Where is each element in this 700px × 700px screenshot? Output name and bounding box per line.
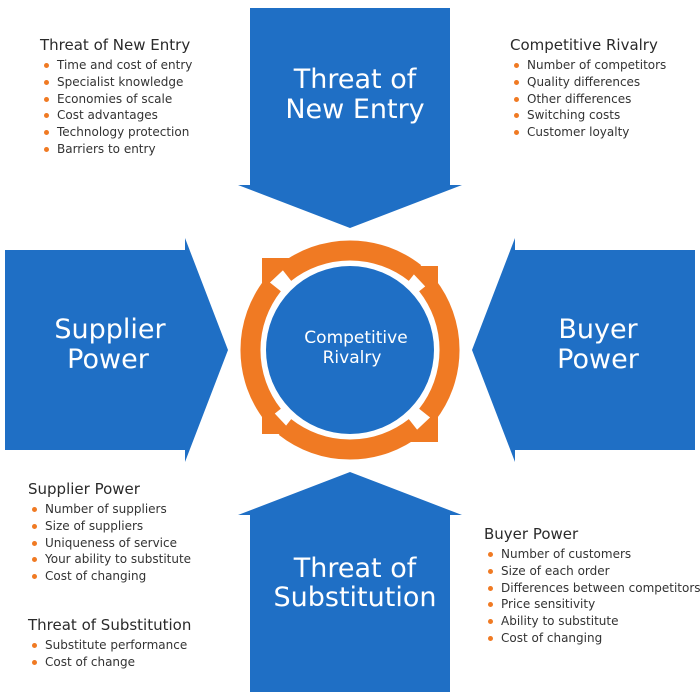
cycle-arrowhead-bottom-left xyxy=(262,400,294,434)
list-item: Quality differences xyxy=(510,74,666,91)
arrow-left-label-line1: Supplier xyxy=(54,314,166,345)
bullet-icon xyxy=(488,602,493,608)
arrow-left-shape xyxy=(5,238,228,462)
list-item: Size of suppliers xyxy=(28,518,191,535)
list-item: Number of suppliers xyxy=(28,501,191,518)
arrow-bottom-label-line2: Substitution xyxy=(274,582,437,613)
bullet-icon xyxy=(44,146,49,152)
list-item: Other differences xyxy=(510,91,666,108)
panel-title-rivalry: Competitive Rivalry xyxy=(510,36,658,54)
center-circle xyxy=(266,266,434,434)
list-item: Cost of changing xyxy=(484,630,700,647)
center-label-line2: Rivalry xyxy=(323,348,382,368)
list-item: Differences between competitors xyxy=(484,580,700,597)
cycle-arrowhead-top-right xyxy=(406,266,438,300)
bullet-icon xyxy=(514,113,519,119)
arrow-top-label-line2: New Entry xyxy=(285,94,424,125)
panel-threat-of-substitution: Threat of Substitution Substitute perfor… xyxy=(28,616,191,671)
bullet-icon xyxy=(488,568,493,574)
list-supplier: Number of suppliers Size of suppliers Un… xyxy=(28,501,191,585)
panel-competitive-rivalry: Competitive Rivalry Number of competitor… xyxy=(510,36,666,141)
bullet-icon xyxy=(32,507,37,512)
arrow-right-label-line2: Power xyxy=(557,344,640,375)
list-item: Specialist knowledge xyxy=(40,74,192,91)
list-item: Economies of scale xyxy=(40,91,192,108)
list-item: Switching costs xyxy=(510,107,666,124)
arrow-top-label-line1: Threat of xyxy=(293,64,418,95)
list-item: Ability to substitute xyxy=(484,613,700,630)
panel-supplier-power: Supplier Power Number of suppliers Size … xyxy=(28,480,191,585)
bullet-icon xyxy=(32,643,37,648)
bullet-icon xyxy=(32,574,37,580)
cycle-arc-left xyxy=(240,278,282,422)
list-item: Technology protection xyxy=(40,124,192,141)
bullet-icon xyxy=(32,540,37,546)
bullet-icon xyxy=(514,130,519,136)
arrow-threat-of-substitution: Threat of Substitution xyxy=(238,472,462,692)
circular-arrows-icon: Competitive Rivalry xyxy=(240,240,460,460)
list-item: Number of customers xyxy=(484,546,700,563)
arrow-buyer-power: Buyer Power xyxy=(472,238,695,462)
bullet-icon xyxy=(32,659,37,665)
panel-threat-of-new-entry: Threat of New Entry Time and cost of ent… xyxy=(40,36,192,158)
list-substitution: Substitute performance Cost of change xyxy=(28,637,191,671)
list-item: Cost of changing xyxy=(28,568,191,585)
list-item: Substitute performance xyxy=(28,637,191,654)
bullet-icon xyxy=(514,96,519,102)
list-rivalry: Number of competitors Quality difference… xyxy=(510,57,666,141)
panel-buyer-power: Buyer Power Number of customers Size of … xyxy=(484,525,700,647)
arrow-supplier-power: Supplier Power xyxy=(5,238,228,462)
bullet-icon xyxy=(488,552,493,557)
list-item: Uniqueness of service xyxy=(28,535,191,552)
arrow-bottom-shape xyxy=(238,472,462,692)
panel-title-buyer: Buyer Power xyxy=(484,525,579,543)
cycle-arrowhead-bottom-right xyxy=(404,410,438,442)
bullet-icon xyxy=(32,523,37,529)
bullet-icon xyxy=(44,130,49,136)
list-item: Price sensitivity xyxy=(484,596,700,613)
bullet-icon xyxy=(488,619,493,625)
list-item: Time and cost of entry xyxy=(40,57,192,74)
list-item: Customer loyalty xyxy=(510,124,666,141)
list-item: Cost advantages xyxy=(40,107,192,124)
list-item: Your ability to substitute xyxy=(28,551,191,568)
bullet-icon xyxy=(488,585,493,591)
bullet-icon xyxy=(514,63,519,68)
panel-title-substitution: Threat of Substitution xyxy=(28,616,192,634)
list-buyer: Number of customers Size of each order D… xyxy=(484,546,700,647)
list-item: Size of each order xyxy=(484,563,700,580)
bullet-icon xyxy=(488,635,493,641)
cycle-arc-top xyxy=(278,240,422,282)
bullet-icon xyxy=(514,79,519,85)
arrow-bottom-label-line1: Threat of xyxy=(293,553,418,584)
panel-title-new-entry: Threat of New Entry xyxy=(40,36,191,54)
list-item: Barriers to entry xyxy=(40,141,192,158)
bullet-icon xyxy=(44,63,49,68)
bullet-icon xyxy=(32,557,37,563)
bullet-icon xyxy=(44,79,49,85)
arrow-right-label-line1: Buyer xyxy=(558,314,638,345)
arrow-threat-of-new-entry: Threat of New Entry xyxy=(238,8,462,228)
cycle-arc-right xyxy=(418,278,460,422)
bullet-icon xyxy=(44,96,49,102)
cycle-arc-bottom xyxy=(278,418,422,460)
arrow-top-shape xyxy=(238,8,462,228)
cycle-arrowhead-top-left xyxy=(262,258,296,290)
list-item: Number of competitors xyxy=(510,57,666,74)
arrow-right-shape xyxy=(472,238,695,462)
center-label-line1: Competitive xyxy=(304,328,407,348)
list-new-entry: Time and cost of entry Specialist knowle… xyxy=(40,57,192,158)
panel-title-supplier: Supplier Power xyxy=(28,480,140,498)
bullet-icon xyxy=(44,113,49,119)
arrow-left-label-line2: Power xyxy=(67,344,150,375)
list-item: Cost of change xyxy=(28,654,191,671)
